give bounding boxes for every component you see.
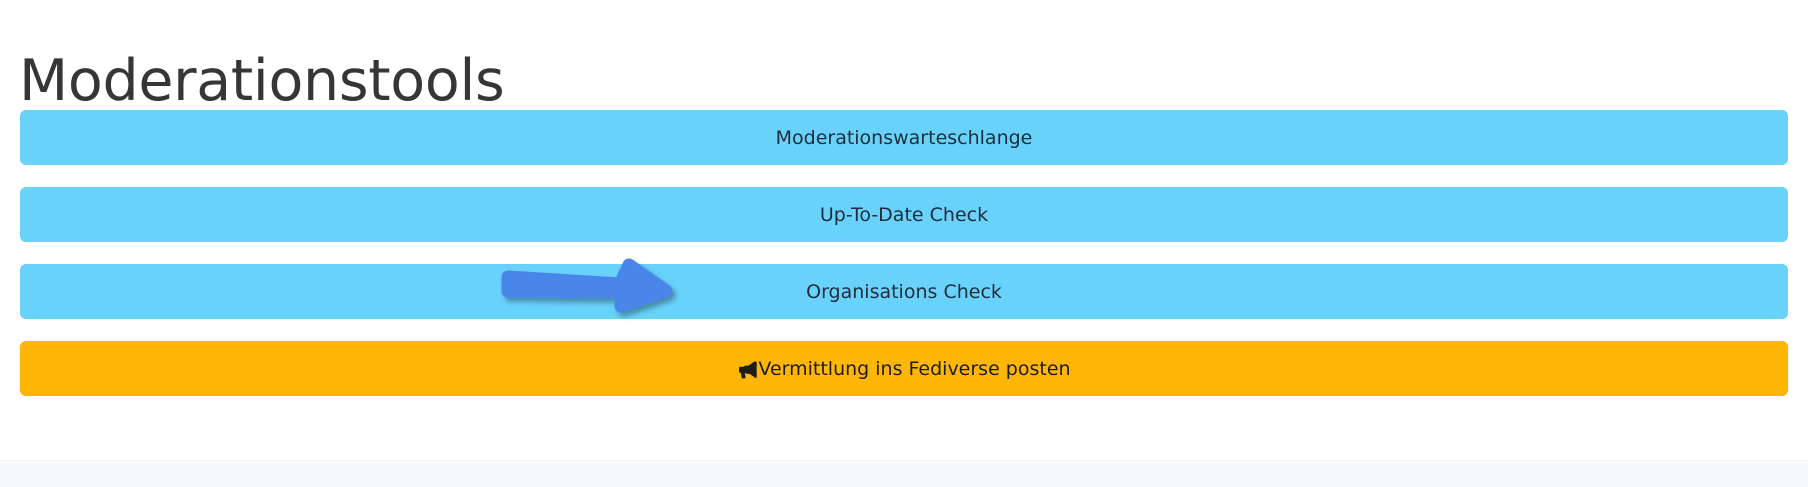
up-to-date-check-button[interactable]: Up-To-Date Check	[20, 187, 1788, 242]
tool-button-list: Moderationswarteschlange Up-To-Date Chec…	[20, 110, 1788, 396]
page-title: Moderationstools	[19, 48, 505, 115]
moderation-queue-button-label: Moderationswarteschlange	[775, 126, 1033, 149]
post-to-fediverse-button[interactable]: Vermittlung ins Fediverse posten	[20, 341, 1788, 396]
up-to-date-check-button-label: Up-To-Date Check	[819, 203, 989, 226]
megaphone-icon	[737, 360, 758, 379]
moderation-queue-button[interactable]: Moderationswarteschlange	[20, 110, 1788, 165]
organisations-check-button[interactable]: Organisations Check	[20, 264, 1788, 319]
post-to-fediverse-button-label: Vermittlung ins Fediverse posten	[758, 357, 1071, 380]
bottom-strip	[0, 460, 1808, 487]
organisations-check-button-label: Organisations Check	[806, 280, 1002, 303]
